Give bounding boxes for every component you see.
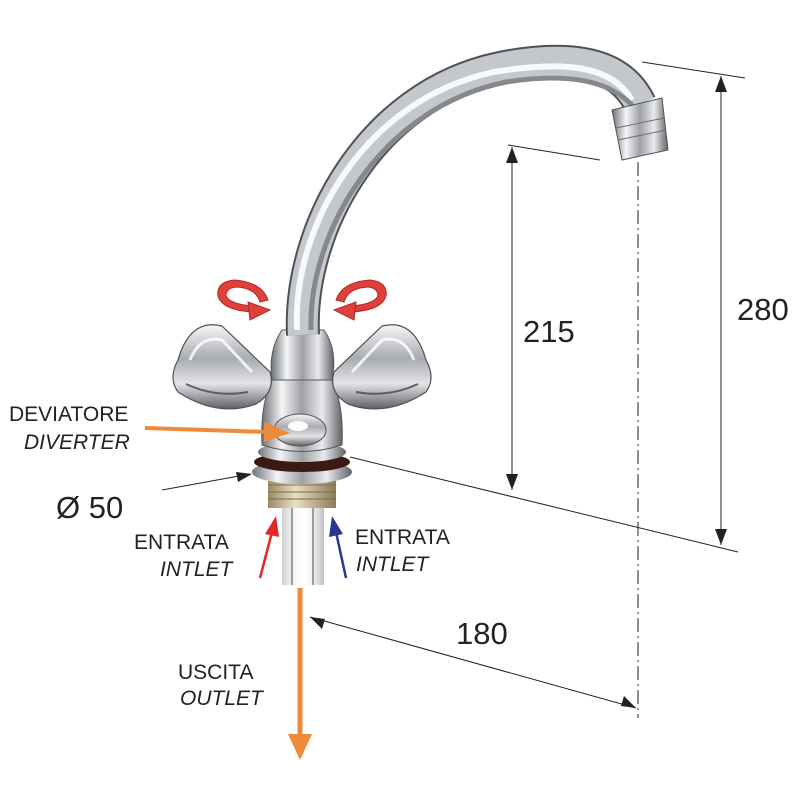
dimension-280-label: 280 xyxy=(737,292,789,327)
dimension-arrowheads xyxy=(236,76,727,708)
spout xyxy=(285,44,669,336)
left-handle xyxy=(172,324,272,410)
cold-inlet-arrow xyxy=(329,516,348,579)
dimension-215-label: 215 xyxy=(523,314,575,349)
spout-collar xyxy=(270,329,335,381)
diverter-arrow xyxy=(144,422,290,442)
dimension-180-label: 180 xyxy=(456,616,508,651)
diameter-leader xyxy=(161,473,251,491)
dimension-lines xyxy=(161,61,746,718)
diverter-label-it: DEVIATORE xyxy=(9,403,129,426)
rotation-arrow-left xyxy=(217,279,272,321)
diverter-label-en: DIVERTER xyxy=(24,431,130,454)
inlet-left-label-en: INTLET xyxy=(160,558,233,581)
right-handle xyxy=(332,324,432,410)
inlet-right-label-en: INTLET xyxy=(356,553,429,576)
rotation-arrows xyxy=(217,279,387,321)
outlet-label-en: OUTLET xyxy=(180,687,263,710)
inlet-hoses xyxy=(282,505,324,585)
aerator xyxy=(611,97,669,161)
dim-line-180 xyxy=(309,616,637,709)
hot-inlet-arrow xyxy=(258,516,279,579)
shank-threads xyxy=(268,484,336,500)
outlet-arrow xyxy=(288,588,312,760)
inlet-left-label-it: ENTRATA xyxy=(134,531,229,554)
rotation-arrow-right xyxy=(332,279,387,321)
faucet xyxy=(172,44,669,585)
diverter-knob-highlight xyxy=(288,421,308,431)
diameter-label: Ø 50 xyxy=(56,490,124,525)
outlet-label-it: USCITA xyxy=(178,661,254,684)
inlet-right-label-it: ENTRATA xyxy=(355,526,450,549)
